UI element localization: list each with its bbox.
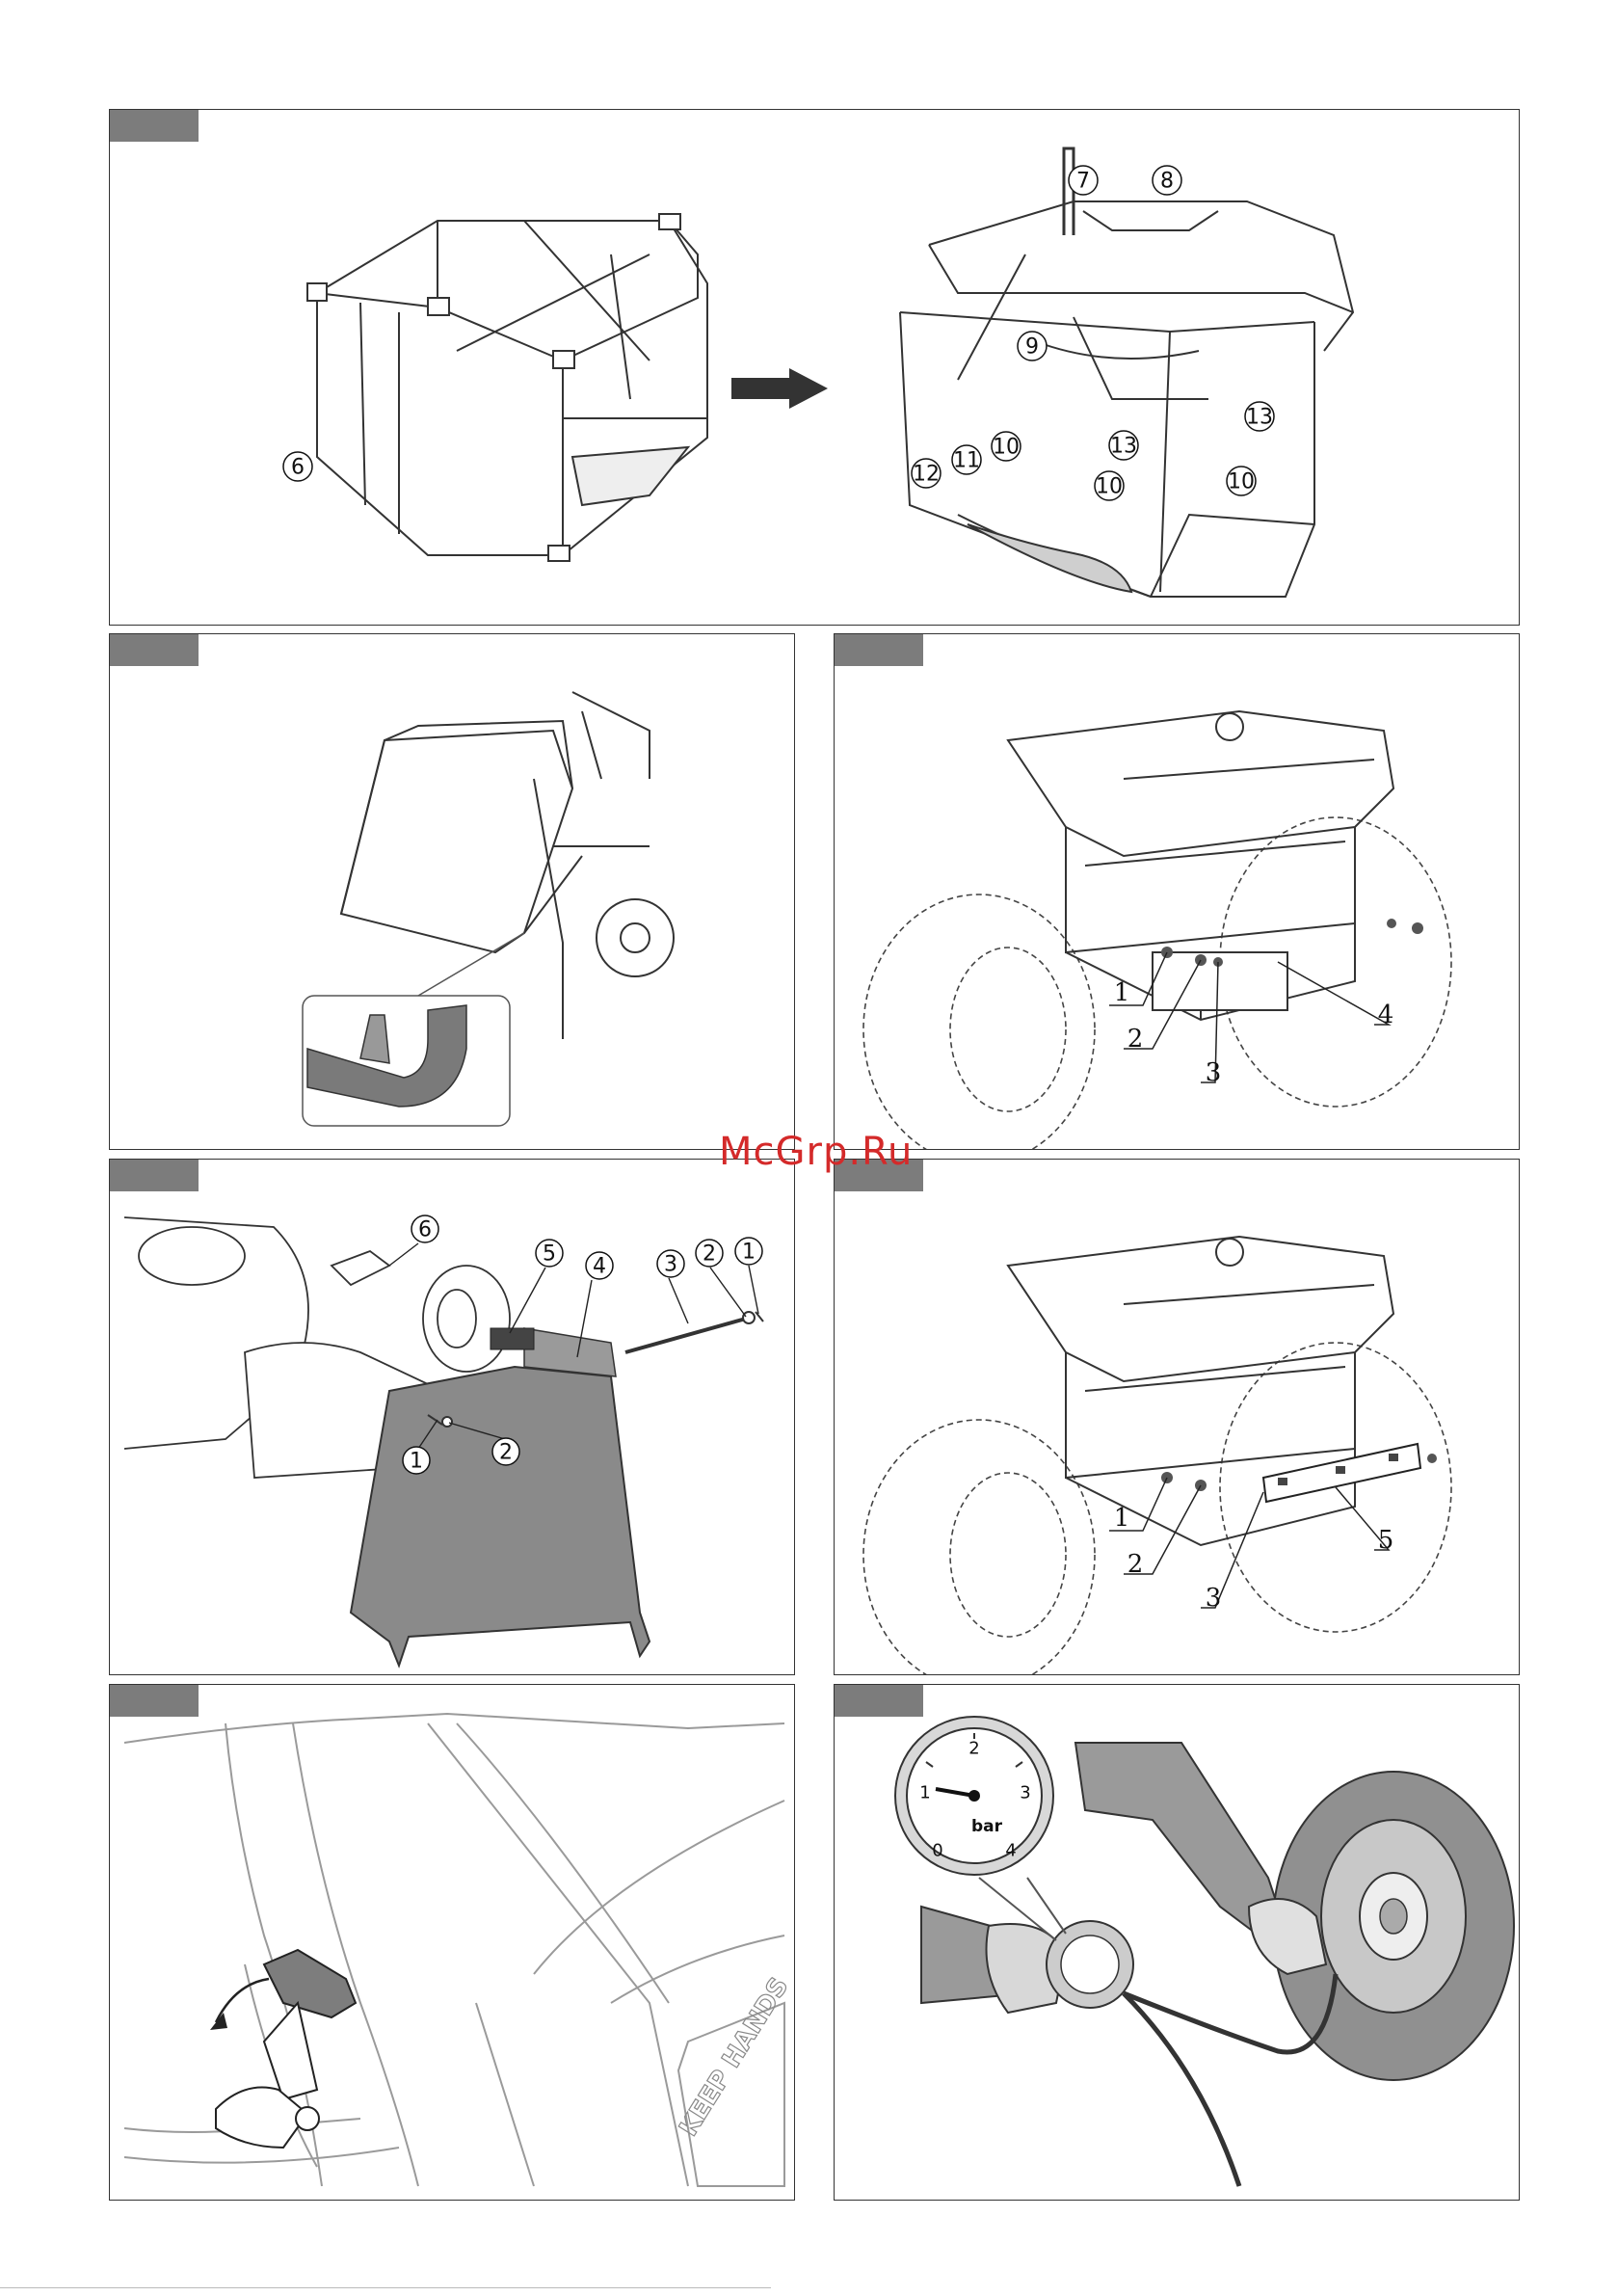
- label-2: 2: [1127, 1025, 1144, 1054]
- gauge-tick-2: 2: [968, 1739, 979, 1759]
- callout-9: 9: [1018, 332, 1047, 360]
- label-5: 5: [1378, 1526, 1394, 1555]
- callout-10c: 10: [1227, 467, 1256, 495]
- svg-text:2: 2: [703, 1242, 716, 1267]
- svg-text:11: 11: [953, 449, 980, 473]
- svg-text:13: 13: [1110, 435, 1137, 459]
- callout-1b: 1: [403, 1447, 430, 1474]
- deflector-illustration: 6 5 4 3 2 1 1 2: [110, 1160, 795, 1675]
- label-3: 3: [1206, 1058, 1222, 1087]
- panel-deflector: 6 5 4 3 2 1 1 2: [109, 1159, 795, 1675]
- watermark: McGrp.Ru: [719, 1130, 913, 1174]
- svg-text:13: 13: [1246, 406, 1273, 430]
- gauge-tick-0: 0: [932, 1841, 942, 1861]
- gauge-tick-3: 3: [1020, 1783, 1030, 1803]
- assembled-bag-drawing: [900, 148, 1353, 597]
- panel-bag-mounting: [109, 633, 795, 1150]
- svg-text:1: 1: [742, 1241, 756, 1265]
- callout-12: 12: [912, 459, 941, 488]
- svg-text:10: 10: [1228, 470, 1255, 494]
- panel-rear-bracket: 1 2 3 5: [834, 1159, 1520, 1675]
- callout-5: 5: [536, 1240, 563, 1267]
- leader-lines: [1109, 1478, 1389, 1608]
- gauge-tick-1: 1: [919, 1783, 930, 1803]
- svg-text:6: 6: [291, 456, 305, 480]
- hook-detail-inset: [303, 933, 524, 1126]
- lever-handle: [210, 1950, 356, 2148]
- svg-text:1: 1: [410, 1450, 423, 1474]
- svg-text:12: 12: [913, 463, 940, 487]
- warning-sticker: KEEP HANDS: [674, 1973, 794, 2186]
- callout-10a: 10: [992, 432, 1021, 461]
- svg-text:9: 9: [1025, 335, 1039, 360]
- callout-6: 6: [283, 452, 312, 481]
- svg-text:4: 4: [593, 1255, 606, 1279]
- callout-10b: 10: [1095, 471, 1124, 500]
- lever-illustration: KEEP HANDS: [110, 1685, 795, 2201]
- callout-2b: 2: [492, 1438, 519, 1465]
- callout-11: 11: [952, 445, 981, 474]
- svg-text:10: 10: [993, 436, 1020, 460]
- callout-1: 1: [735, 1238, 762, 1265]
- callout-13a: 13: [1109, 431, 1138, 460]
- panel-rear-mount: 1 2 3 4: [834, 633, 1520, 1150]
- callout-13b: 13: [1245, 402, 1274, 431]
- label-2: 2: [1127, 1550, 1144, 1579]
- label-3: 3: [1206, 1584, 1222, 1613]
- gauge-tick-4: 4: [1005, 1841, 1016, 1861]
- svg-text:8: 8: [1160, 170, 1174, 194]
- bag-callouts: 6 7 8 9 10 10 10 11 12 13 13: [283, 166, 1274, 500]
- bag-assembly-illustration: 6 7 8 9 10 10 10 11 12 13 13: [110, 110, 1520, 626]
- svg-text:2: 2: [499, 1441, 513, 1465]
- callout-3: 3: [657, 1250, 684, 1277]
- bag-mounting-illustration: [110, 634, 795, 1150]
- svg-text:7: 7: [1076, 170, 1090, 194]
- svg-text:6: 6: [418, 1218, 432, 1242]
- svg-text:3: 3: [664, 1253, 677, 1277]
- panel-bag-assembly: 6 7 8 9 10 10 10 11 12 13 13: [109, 109, 1520, 626]
- rear-hardware: [1161, 919, 1423, 967]
- mounting-bracket: [1263, 1444, 1437, 1502]
- tyre-pressure-illustration: 0 1 2 3 4 bar: [835, 1685, 1520, 2201]
- rear-mount-illustration: 1 2 3 4: [835, 634, 1520, 1150]
- svg-text:10: 10: [1096, 475, 1123, 499]
- bracket-callouts: 1 2 3 5: [1114, 1504, 1394, 1613]
- pressure-gauge-dial: 0 1 2 3 4 bar: [895, 1717, 1053, 1875]
- deflector-chute: [351, 1367, 650, 1666]
- callout-6: 6: [411, 1215, 438, 1242]
- callout-8: 8: [1153, 166, 1181, 195]
- svg-text:5: 5: [543, 1242, 556, 1267]
- callout-7: 7: [1069, 166, 1098, 195]
- gauge-unit: bar: [971, 1817, 1003, 1836]
- label-1: 1: [1114, 978, 1130, 1007]
- direction-arrow: [731, 368, 828, 409]
- callout-2: 2: [696, 1240, 723, 1267]
- bag-frame-drawing: [307, 214, 707, 561]
- rear-bracket-illustration: 1 2 3 5: [835, 1160, 1520, 1675]
- label-4: 4: [1378, 1001, 1394, 1029]
- page-bottom-rule: [0, 2287, 771, 2288]
- panel-lever: KEEP HANDS: [109, 1684, 795, 2201]
- panel-tyre-pressure: 0 1 2 3 4 bar: [834, 1684, 1520, 2201]
- callout-4: 4: [586, 1252, 613, 1279]
- label-1: 1: [1114, 1504, 1130, 1533]
